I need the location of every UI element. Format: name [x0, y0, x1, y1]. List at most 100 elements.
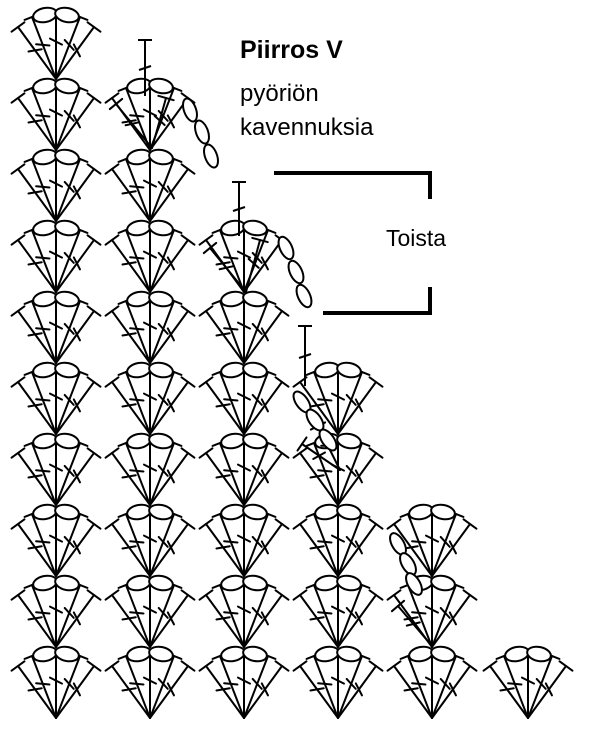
chain-loop: [220, 503, 246, 521]
double-crochet: [149, 660, 196, 719]
double-crochet: [243, 589, 290, 648]
fan-cluster: [104, 361, 196, 435]
double-crochet: [149, 226, 183, 293]
fan-cluster: [292, 361, 384, 435]
double-crochet: [23, 13, 57, 80]
chain-loop: [126, 574, 152, 592]
fan-cluster: [104, 290, 196, 364]
double-crochet: [55, 510, 89, 577]
double-crochet: [117, 226, 151, 293]
decrease-stitch: [202, 241, 247, 293]
double-crochet: [198, 660, 245, 719]
double-crochet: [55, 84, 89, 151]
chain-loop: [148, 645, 174, 663]
double-crochet: [149, 652, 183, 719]
double-crochet: [149, 439, 183, 506]
double-crochet: [243, 447, 290, 506]
double-crochet: [117, 155, 151, 222]
edge-chain: [405, 572, 423, 596]
double-crochet: [243, 376, 290, 435]
double-crochet: [211, 510, 245, 577]
double-crochet: [55, 652, 89, 719]
chain-loop: [32, 77, 58, 95]
chain-loop: [242, 290, 268, 308]
chain-loop: [126, 503, 152, 521]
chain-loop: [220, 574, 246, 592]
double-crochet: [23, 510, 57, 577]
fan-cluster: [10, 432, 102, 506]
chain-loop: [148, 148, 174, 166]
double-crochet: [337, 660, 384, 719]
chain-loop: [430, 574, 456, 592]
double-crochet: [198, 518, 245, 577]
chain-loop: [314, 645, 340, 663]
fan-cluster: [292, 574, 384, 648]
double-crochet: [149, 155, 183, 222]
double-crochet: [10, 518, 57, 577]
edge-chain: [194, 119, 210, 145]
edge-chain: [203, 143, 219, 169]
double-crochet: [55, 92, 102, 151]
chain-loop: [314, 503, 340, 521]
double-crochet: [211, 581, 245, 648]
double-crochet: [10, 92, 57, 151]
decrease-stitch: [296, 436, 341, 471]
chain-loop: [220, 361, 246, 379]
chain-loop: [336, 574, 362, 592]
double-crochet: [10, 447, 57, 506]
chain-loop: [242, 574, 268, 592]
chain-loop: [242, 503, 268, 521]
fan-cluster: [10, 645, 102, 719]
double-crochet: [337, 439, 371, 506]
double-crochet: [386, 660, 433, 719]
chain-loop: [54, 361, 80, 379]
chain-loop: [408, 645, 434, 663]
double-crochet: [10, 589, 57, 648]
fan-cluster: [10, 148, 102, 222]
double-crochet: [117, 652, 151, 719]
double-crochet: [149, 510, 183, 577]
double-crochet: [23, 368, 57, 435]
chain-loop: [126, 290, 152, 308]
chain-loop: [148, 432, 174, 450]
chain-loop: [32, 219, 58, 237]
decrease-stitch: [108, 97, 153, 149]
fan-clusters: [10, 6, 574, 719]
fan-cluster: [198, 290, 290, 364]
double-crochet: [243, 439, 277, 506]
double-crochet: [55, 589, 102, 648]
double-crochet: [149, 305, 196, 364]
double-crochet: [23, 581, 57, 648]
double-crochet: [305, 581, 339, 648]
chain-loop: [430, 645, 456, 663]
double-crochet: [198, 589, 245, 648]
double-crochet: [55, 439, 89, 506]
double-crochet: [55, 297, 89, 364]
chain-loop: [220, 219, 246, 237]
chain-loop: [408, 503, 434, 521]
double-crochet: [431, 652, 465, 719]
fan-cluster: [292, 645, 384, 719]
fan-cluster: [104, 574, 196, 648]
double-crochet: [23, 439, 57, 506]
chain-loop: [148, 574, 174, 592]
chain-loop: [242, 219, 268, 237]
double-crochet: [55, 155, 89, 222]
double-crochet: [104, 234, 151, 293]
double-crochet: [431, 581, 465, 648]
double-crochet: [198, 376, 245, 435]
double-crochet: [55, 581, 89, 648]
double-crochet: [337, 518, 384, 577]
fan-cluster: [10, 77, 102, 151]
fan-cluster: [198, 432, 290, 506]
double-crochet: [23, 297, 57, 364]
double-crochet: [149, 589, 196, 648]
double-crochet: [23, 226, 57, 293]
chain-loop: [32, 574, 58, 592]
fan-cluster: [386, 574, 478, 648]
double-crochet: [243, 368, 277, 435]
double-crochet: [337, 376, 384, 435]
fan-cluster: [104, 432, 196, 506]
double-crochet: [149, 368, 183, 435]
